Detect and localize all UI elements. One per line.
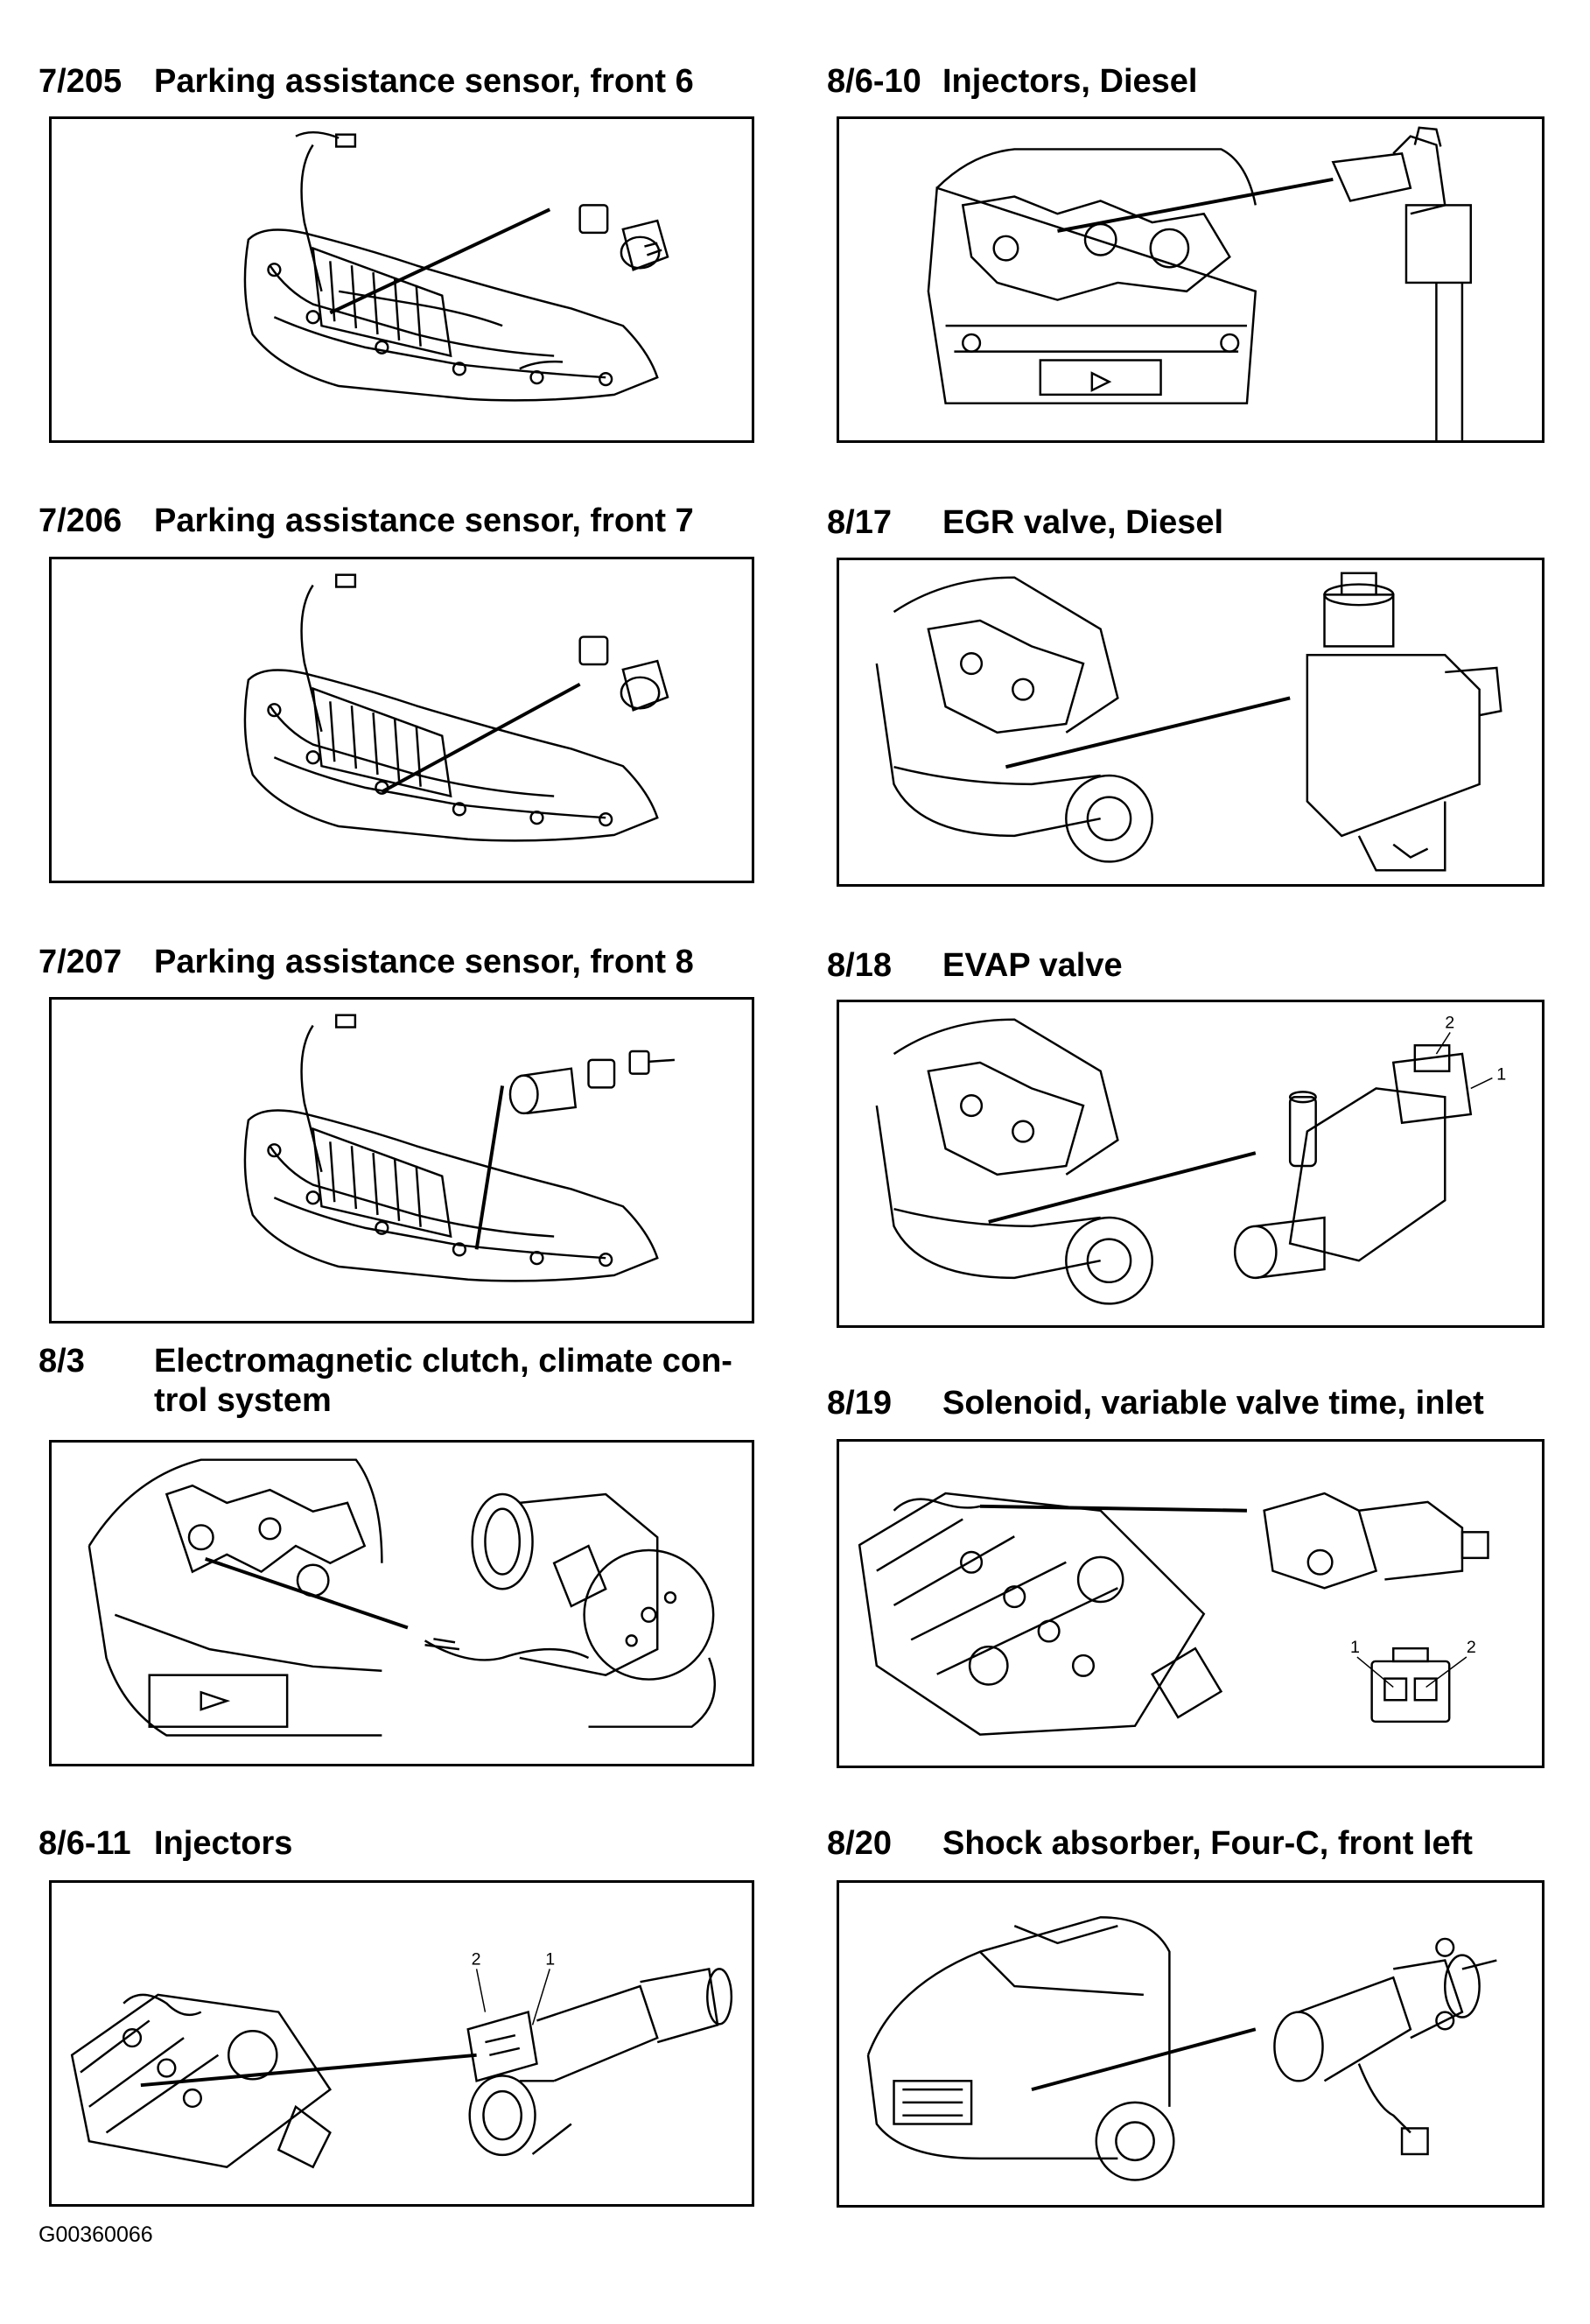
callout-2: 2 (472, 1949, 481, 1969)
entry-code: 8/17 (827, 504, 892, 541)
entry-heading-8-6-11: 8/6-11 Injectors (39, 1823, 292, 1864)
entry-title: Shock absorber, Four-C, front left (942, 1825, 1473, 1862)
entry-title: Parking assistance sensor, front 6 (154, 63, 694, 100)
entry-code: 8/20 (827, 1825, 892, 1862)
figure-injectors: 2 1 (49, 1880, 754, 2207)
entry-title: Parking assistance sensor, front 7 (154, 502, 694, 539)
solenoid-drawing: 1 2 (858, 1492, 1489, 1736)
callout-2: 2 (1445, 1014, 1454, 1033)
entry-code: 8/3 (39, 1343, 85, 1380)
figure-front-bumper-sensor-8 (49, 997, 754, 1323)
callout-1: 1 (1496, 1065, 1506, 1085)
egr-valve-drawing (875, 572, 1502, 872)
figure-vvt-solenoid: 1 2 (837, 1439, 1544, 1768)
diesel-engine-drawing (927, 126, 1472, 440)
entry-code: 8/6-10 (827, 63, 921, 100)
entry-title: Electromagnetic clutch, climate con- (154, 1343, 732, 1380)
callout-1: 1 (545, 1949, 555, 1969)
bumper-drawing (243, 131, 669, 402)
entry-heading-8-17: 8/17 EGR valve, Diesel (827, 502, 1223, 543)
figure-front-bumper-sensor-7 (49, 557, 754, 883)
shock-absorber-drawing (866, 1916, 1497, 2181)
figure-shock-absorber (837, 1880, 1544, 2208)
figure-electromagnetic-clutch (49, 1440, 754, 1766)
entry-heading-8-19: 8/19 Solenoid, variable valve time, inle… (827, 1383, 1484, 1423)
engine-bay-and-compressor-drawing (88, 1458, 716, 1737)
entry-title: Parking assistance sensor, front 8 (154, 944, 694, 980)
entry-heading-8-20: 8/20 Shock absorber, Four-C, front left (827, 1823, 1473, 1864)
entry-code: 7/205 (39, 63, 123, 100)
figure-front-bumper-sensor-6 (49, 116, 754, 443)
callout-1: 1 (1350, 1638, 1360, 1657)
entry-code: 7/206 (39, 502, 123, 539)
entry-heading-7-207: 7/207 Parking assistance sensor, front 8 (39, 942, 694, 982)
entry-title: EGR valve, Diesel (942, 504, 1224, 541)
bumper-drawing (243, 573, 669, 842)
entry-title: Injectors (154, 1825, 293, 1862)
entry-title: EVAP valve (942, 947, 1123, 984)
entry-heading-8-3-line2: trol system (154, 1380, 332, 1421)
entry-title: Injectors, Diesel (942, 63, 1198, 100)
entry-heading-8-3: 8/3 Electromagnetic clutch, climate con- (39, 1341, 732, 1381)
bumper-drawing (243, 1014, 675, 1282)
entry-code: 8/19 (827, 1385, 892, 1422)
entry-title-continued: trol system (154, 1382, 332, 1419)
figure-evap-valve: 2 1 (837, 1000, 1544, 1328)
entry-heading-7-205: 7/205 Parking assistance sensor, front 6 (39, 61, 694, 102)
entry-code: 8/6-11 (39, 1825, 131, 1862)
entry-code: 8/18 (827, 947, 892, 984)
injector-drawing: 2 1 (70, 1949, 733, 2169)
entry-heading-7-206: 7/206 Parking assistance sensor, front 7 (39, 501, 694, 541)
entry-heading-8-18: 8/18 EVAP valve (827, 945, 1123, 986)
entry-code: 7/207 (39, 944, 123, 980)
figure-injectors-diesel (837, 116, 1544, 443)
entry-heading-8-6-10: 8/6-10 Injectors, Diesel (827, 61, 1197, 102)
evap-valve-drawing: 2 1 (875, 1014, 1506, 1305)
document-code: G00360066 (39, 2222, 153, 2247)
callout-2: 2 (1467, 1638, 1476, 1657)
entry-title: Solenoid, variable valve time, inlet (942, 1385, 1484, 1422)
figure-egr-valve (837, 558, 1544, 887)
